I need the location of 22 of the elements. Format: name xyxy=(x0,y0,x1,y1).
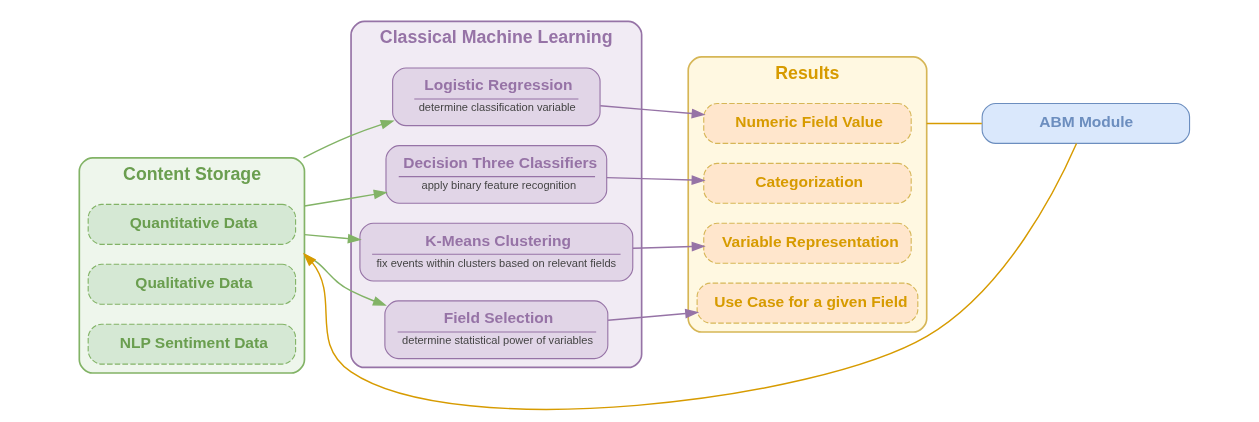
arrow xyxy=(606,308,699,321)
node-box: NLP Sentiment Data xyxy=(87,323,296,365)
node-box: K-Means Clustering fix events within clusters based on relevant fields xyxy=(358,222,633,282)
node-box: Logistic Regression determine classification variable xyxy=(391,67,601,127)
connector xyxy=(925,122,983,125)
node-box: Qualitative Data xyxy=(87,263,296,305)
node-box: ABM Module xyxy=(981,102,1190,144)
arrow xyxy=(605,175,706,185)
node-box: Field Selection determine statistical power of variables xyxy=(383,300,608,360)
arrow xyxy=(631,241,706,252)
arrow xyxy=(303,189,388,207)
arrow xyxy=(303,233,362,244)
node-box: Use Case for a given Field xyxy=(696,282,918,324)
arrow xyxy=(302,119,395,159)
arrow xyxy=(599,104,706,119)
arrow xyxy=(303,253,387,306)
node-box: Categorization xyxy=(702,162,912,204)
node-box: Decision Three Classifiers apply binary feature recognition xyxy=(384,145,607,204)
arrow xyxy=(302,142,1077,410)
node-box: Variable Representation xyxy=(702,222,912,264)
node-box: Numeric Field Value xyxy=(702,102,912,144)
node-box: Quantitative Data xyxy=(87,203,296,245)
